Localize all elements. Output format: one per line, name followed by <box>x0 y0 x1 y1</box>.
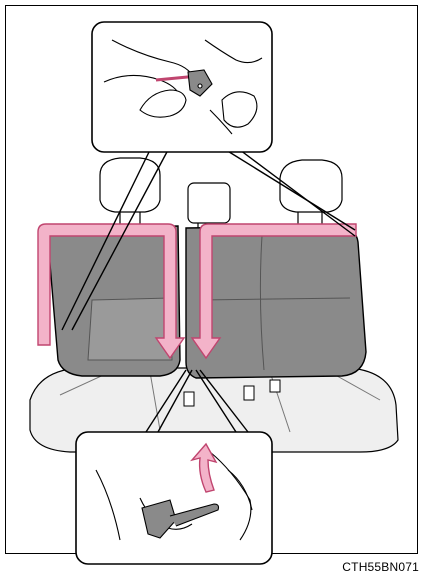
seat-back-left <box>48 226 180 376</box>
figure-code: CTH55BN071 <box>342 560 419 574</box>
bottom-callout-box <box>76 432 272 564</box>
headrest-right <box>280 160 342 232</box>
seat-back-right <box>186 226 366 378</box>
top-callout-box <box>92 22 272 152</box>
